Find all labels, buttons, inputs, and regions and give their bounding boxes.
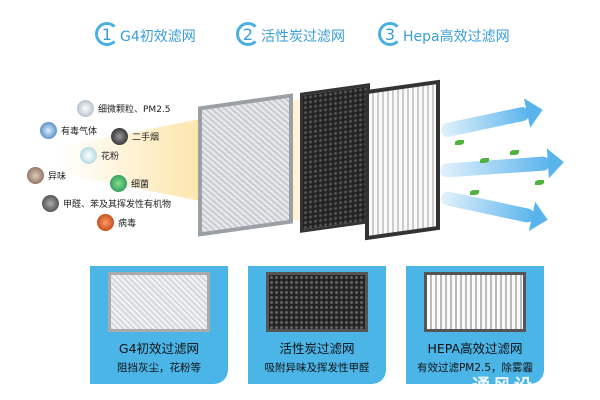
pollutant-pollen: 花粉 [80, 147, 119, 164]
voc-icon [42, 195, 59, 212]
leaf-icon [455, 140, 464, 145]
particle-icon [77, 100, 94, 117]
step-label: 活性炭过滤网 [261, 29, 345, 45]
pollutant-toxic-gas: 有毒气体 [40, 122, 97, 139]
g4-filter-image [108, 272, 210, 332]
card-desc: 阻挡灰尘，花粉等 [117, 362, 201, 374]
step-label: G4初效滤网 [120, 29, 196, 45]
pollutant-label: 二手烟 [132, 133, 160, 143]
card-hepa: HEPA高效过滤网 有效过滤PM2.5，除雾霾 [406, 266, 544, 384]
step-number: 3 [378, 22, 402, 46]
leaf-icon [535, 180, 544, 185]
step-number: 1 [95, 22, 119, 46]
pollutant-label: 细微颗粒、PM2.5 [98, 105, 171, 115]
pollutant-pm25: 细微颗粒、PM2.5 [77, 100, 171, 117]
card-desc: 吸附异味及挥发性甲醛 [264, 362, 370, 374]
airflow-arrow [439, 105, 531, 139]
pollutant-label: 甲醛、苯及其挥发性有机物 [63, 200, 172, 210]
card-carbon: 活性炭过滤网 吸附异味及挥发性甲醛 [248, 266, 386, 384]
airflow-arrow [439, 156, 551, 178]
card-g4: G4初效过滤网 阻挡灰尘，花粉等 [90, 266, 228, 384]
pollutant-label: 病毒 [118, 219, 137, 229]
smoke-icon [111, 128, 128, 145]
hepa-filter-panel [365, 79, 440, 241]
bacteria-icon [110, 175, 127, 192]
leaf-icon [510, 150, 519, 155]
virus-icon [97, 214, 114, 231]
pollutant-bacteria: 细菌 [110, 175, 149, 192]
card-title: 活性炭过滤网 [279, 341, 355, 356]
hepa-filter-image [424, 272, 526, 332]
g4-filter-panel [198, 93, 293, 237]
card-title: G4初效过滤网 [118, 341, 200, 356]
leaf-icon [480, 158, 489, 163]
pollutant-label: 异味 [48, 172, 67, 182]
odor-icon [27, 167, 44, 184]
step-number: 2 [236, 22, 260, 46]
card-desc: 有效过滤PM2.5，除雾霾 [416, 362, 534, 374]
airflow-arrow [439, 190, 536, 224]
pollutant-odor: 异味 [27, 167, 66, 184]
pollutant-label: 花粉 [101, 152, 120, 162]
step-label: Hepa高效过滤网 [403, 29, 510, 45]
carbon-filter-panel [300, 83, 370, 233]
watermark: 通风设 [472, 376, 535, 397]
carbon-filter-image [266, 272, 368, 332]
leaf-icon [470, 190, 479, 195]
gas-icon [40, 122, 57, 139]
pollutant-virus: 病毒 [97, 214, 136, 231]
pollutant-label: 有毒气体 [61, 127, 98, 137]
pollutant-label: 细菌 [131, 180, 150, 190]
pollen-icon [80, 147, 97, 164]
card-title: HEPA高效过滤网 [427, 341, 523, 356]
pollutant-smoke: 二手烟 [111, 128, 159, 145]
pollutant-formaldehyde: 甲醛、苯及其挥发性有机物 [42, 195, 171, 212]
